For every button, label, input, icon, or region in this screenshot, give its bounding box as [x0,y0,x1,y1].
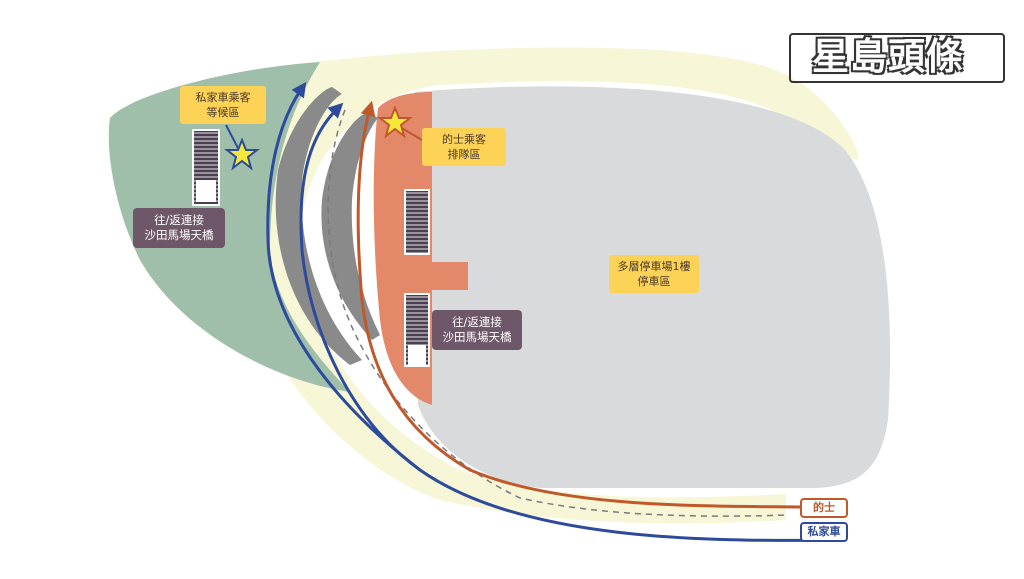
carpark-label: 多層停車場1樓 停車區 [609,255,699,293]
private-car-route-outer [266,81,846,542]
bridge-right-line2: 沙田馬場天橋 [442,330,512,344]
taxi-queue-line1: 的士乘客 [442,133,486,146]
taxi-queue-label: 的士乘客 排隊區 [422,128,506,166]
bridge-left-label: 往/返連接 沙田馬場天橋 [133,208,225,248]
legend-private-car: 私家車 [800,522,848,542]
carpark-line1: 多層停車場1樓 [617,260,691,273]
carpark-line2: 停車區 [637,275,671,288]
legend-taxi-text: 的士 [813,501,835,514]
logo-frame [789,33,1005,83]
bridge-left-line2: 沙田馬場天橋 [144,228,214,242]
bridge-right-label: 往/返連接 沙田馬場天橋 [432,310,522,350]
escalator-icon [192,129,220,206]
island-inner [321,112,380,340]
private-car-route-inner [299,102,421,472]
legend-taxi: 的士 [800,498,848,518]
green-zone [108,62,350,392]
lane-divider [327,109,787,517]
bridge-left-line1: 往/返連接 [154,213,204,227]
waiting-pointer [225,124,241,153]
island-outer [275,87,362,365]
brand-logo: 星島頭條 [812,35,964,78]
taxi-queue-line2: 排隊區 [447,148,481,161]
private-waiting-label: 私家車乘客 等候區 [180,86,266,124]
star-icon [377,105,413,139]
bridge-right-line1: 往/返連接 [452,315,502,329]
private-waiting-line2: 等候區 [206,106,240,119]
taxi-route [356,100,801,509]
private-waiting-line1: 私家車乘客 [195,91,251,104]
escalator-icon [404,293,430,367]
star-icon [224,137,260,171]
legend-private-text: 私家車 [807,525,841,538]
escalator-icon [404,189,430,255]
